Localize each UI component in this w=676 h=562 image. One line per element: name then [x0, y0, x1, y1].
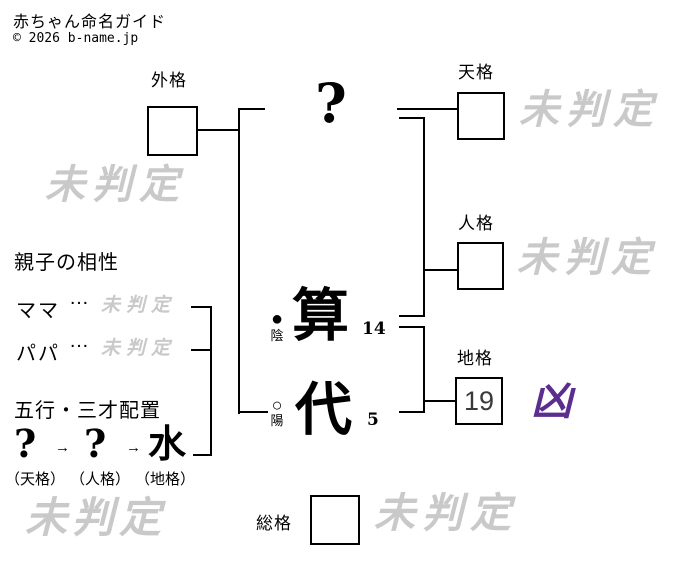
given-char-1: 算: [292, 282, 349, 349]
given-char-2: 代: [295, 376, 352, 443]
gogyo-paren-label-chikaku: （地格）: [135, 471, 196, 488]
soukaku-result-watermark: 未判定: [374, 489, 518, 537]
gogyo-element-chikaku: 水: [148, 421, 187, 466]
bracket-chikaku-tick-bottom: [399, 411, 425, 413]
gaikaku-label: 外格: [151, 71, 187, 90]
yang-label: 陽: [270, 413, 284, 428]
compat-row-separator: …: [69, 330, 89, 352]
bracket-aisho-tick-papa: [191, 349, 211, 351]
tenkaku-result-watermark: 未判定: [519, 86, 660, 133]
tenkaku-label: 天格: [458, 63, 494, 82]
gaikaku-result-watermark: 未判定: [45, 161, 186, 208]
gogyo-paren-label-jinkaku: （人格）: [70, 471, 131, 488]
connector-tenkaku-box: [397, 108, 457, 110]
bracket-gaikaku-vertical: [238, 108, 240, 414]
connector-gaikaku-box: [198, 129, 239, 131]
polarity-yin: ● 陰: [262, 309, 292, 344]
compat-row-label: ママ: [16, 300, 60, 322]
bracket-aisho-vertical: [210, 306, 212, 456]
gaikaku-box: [147, 106, 198, 156]
tenkaku-box: [457, 92, 505, 140]
site-title: 赤ちゃん命名ガイド: [13, 14, 167, 31]
arrow-right-icon: →: [126, 439, 141, 456]
chikaku-label: 地格: [457, 349, 493, 368]
jinkaku-label: 人格: [458, 214, 494, 233]
jinkaku-result-watermark: 未判定: [517, 234, 658, 281]
yang-open-circle-icon: ○: [271, 395, 283, 415]
gogyo-element-tenkaku: ?: [14, 421, 37, 466]
soukaku-box: [310, 495, 360, 545]
copyright-text: © 2026 b-name.jp: [13, 31, 139, 46]
surname-char-placeholder: ?: [315, 71, 347, 135]
given-char-2-strokes: 5: [367, 410, 379, 430]
polarity-yang: ○ 陽: [262, 396, 292, 429]
soukaku-label: 総格: [256, 514, 292, 533]
compat-row-separator: …: [69, 287, 89, 309]
compat-row-result: 未判定: [101, 337, 177, 359]
compat-row-label: パパ: [16, 343, 60, 365]
gogyo-heading: 五行・三才配置: [14, 400, 161, 422]
yin-filled-circle-icon: ●: [270, 308, 284, 330]
connector-chikaku-box: [424, 400, 455, 402]
chikaku-value: 19: [463, 385, 495, 416]
chikaku-box: [455, 377, 503, 425]
arrow-right-icon: →: [55, 439, 70, 456]
yin-label: 陰: [270, 328, 284, 343]
bracket-aisho-tick-mama: [191, 306, 211, 308]
compatibility-heading: 親子の相性: [14, 252, 119, 274]
gogyo-paren-label-tenkaku: （天格）: [5, 471, 66, 488]
bracket-jinkaku-tick-bottom: [399, 315, 425, 317]
jinkaku-box: [457, 242, 504, 290]
gogyo-element-jinkaku: ?: [84, 421, 107, 466]
given-char-1-strokes: 14: [362, 319, 386, 339]
bracket-jinkaku-tick-top: [399, 117, 425, 119]
bracket-chikaku-vertical: [423, 326, 425, 413]
compat-row-result: 未判定: [101, 294, 177, 316]
bottom-left-watermark: 未判定: [25, 493, 167, 542]
bracket-aisho-tick-gogyo: [193, 454, 211, 456]
bracket-jinkaku-vertical: [423, 117, 425, 317]
bracket-gaikaku-tick-bottom: [240, 411, 268, 413]
bracket-chikaku-tick-top: [399, 326, 425, 328]
connector-jinkaku-box: [424, 269, 457, 271]
chikaku-result-kyou: 凶: [531, 377, 572, 425]
bracket-gaikaku-tick-top: [240, 108, 265, 110]
